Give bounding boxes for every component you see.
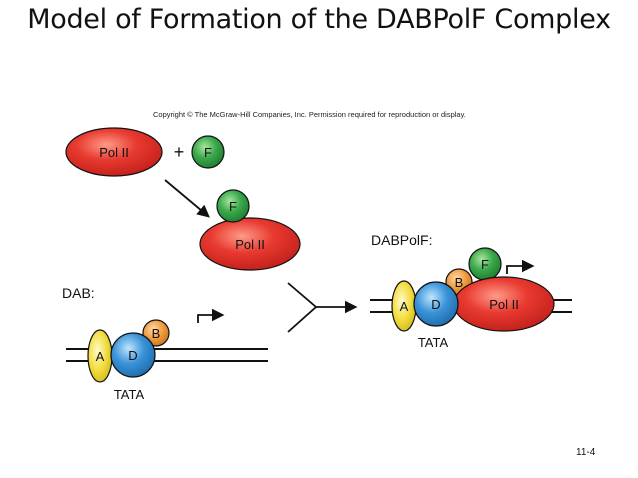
copyright-notice: Copyright © The McGraw-Hill Companies, I…: [153, 110, 466, 119]
factor-a-label: A: [96, 349, 105, 364]
pol-ii-f-complex: Pol II F: [199, 189, 301, 271]
dabpolf-transcription-arrow: [506, 259, 535, 274]
factor-b-label: B: [455, 275, 464, 290]
merge-arrow: [287, 282, 358, 333]
tata-label: TATA: [114, 387, 145, 402]
plus-sign: +: [174, 142, 185, 162]
slide-title: Model of Formation of the DABPolF Comple…: [27, 4, 611, 35]
dabpolf-complex: B F Pol II A D: [391, 247, 555, 332]
tata-label: TATA: [418, 335, 449, 350]
pol-ii-label: Pol II: [235, 237, 265, 252]
factor-a-label: A: [400, 299, 409, 314]
pol-ii-label: Pol II: [99, 145, 129, 160]
dabpolf-label: DABPolF:: [371, 232, 432, 248]
factor-f-label: F: [229, 199, 237, 214]
pol-ii-label: Pol II: [489, 297, 519, 312]
factor-f-label: F: [481, 257, 489, 272]
factor-d-label: D: [128, 348, 137, 363]
dab-complex: B A D: [87, 319, 170, 383]
factor-b-label: B: [152, 326, 161, 341]
combine-arrow: [164, 179, 210, 218]
factor-f-label: F: [204, 145, 212, 160]
dab-transcription-arrow: [197, 308, 225, 323]
free-pol-ii: Pol II: [65, 127, 163, 177]
factor-d-label: D: [431, 297, 440, 312]
dab-label: DAB:: [62, 285, 95, 301]
slide-number: 11-4: [576, 447, 596, 458]
free-factor-f: F: [191, 135, 225, 169]
